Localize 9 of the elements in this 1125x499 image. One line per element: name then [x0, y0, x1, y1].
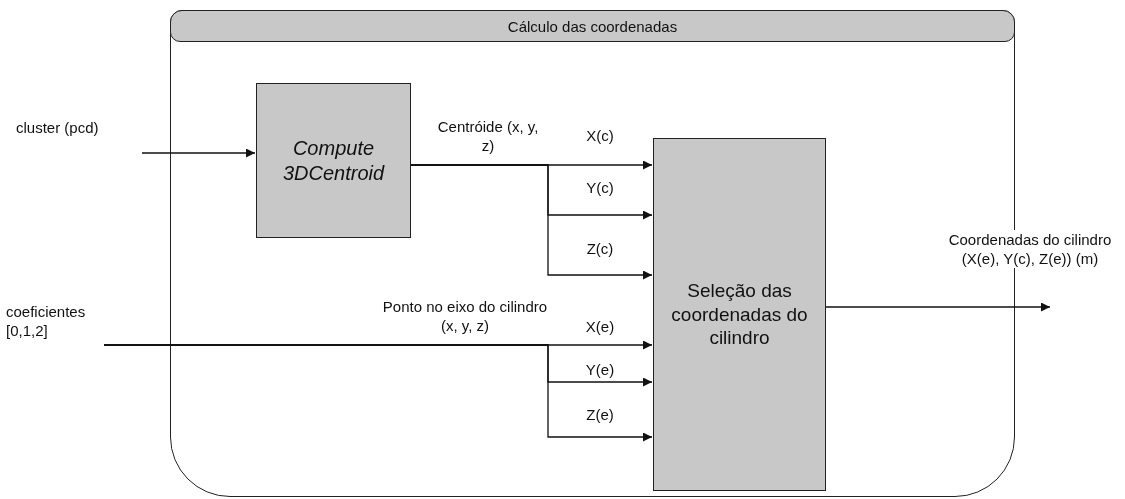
arrow [103, 344, 653, 442]
process-box: Seleção das coordenadas do cilindro [653, 138, 826, 491]
arrow [141, 148, 256, 158]
input-label: coeficientes [0,1,2] [6, 302, 104, 352]
arrow [824, 302, 1051, 312]
process-box: Compute 3DCentroid [256, 83, 411, 238]
group-title: Cálculo das coordenadas [170, 10, 1015, 42]
arrow [409, 164, 653, 280]
input-label: cluster (pcd) [16, 118, 142, 158]
